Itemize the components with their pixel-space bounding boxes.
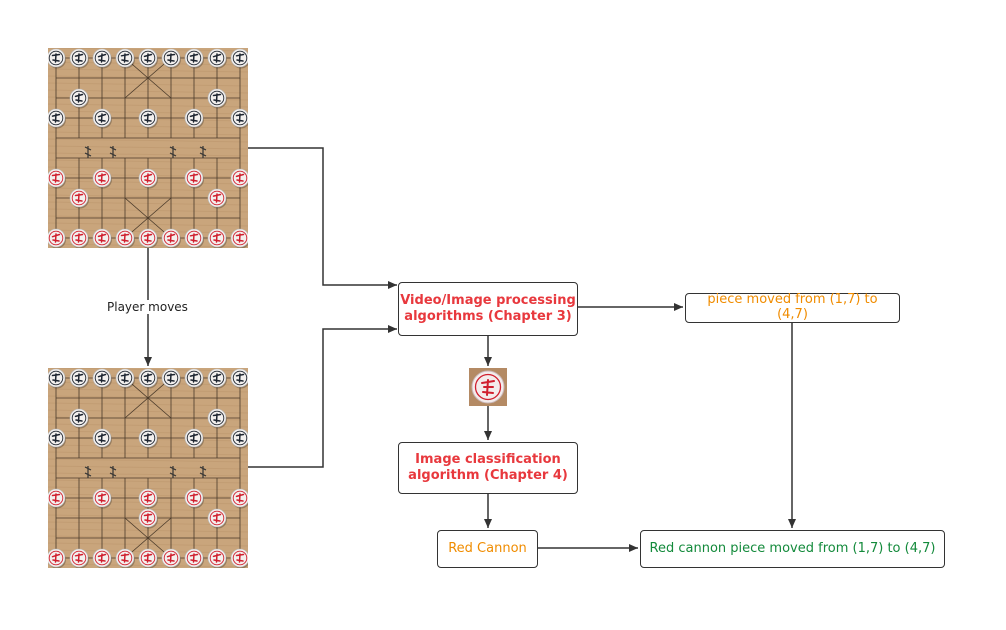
red-piece xyxy=(92,168,112,189)
red-piece xyxy=(230,548,248,568)
black-piece xyxy=(48,428,66,449)
red-piece xyxy=(69,548,89,568)
red-piece xyxy=(230,488,248,509)
red-piece xyxy=(138,508,158,529)
red-piece xyxy=(138,548,158,568)
black-piece xyxy=(184,368,204,389)
red-piece xyxy=(207,508,227,529)
red-piece xyxy=(115,228,135,248)
classification-node-label: Image classification algorithm (Chapter … xyxy=(408,452,568,483)
black-piece xyxy=(207,368,227,389)
result-node-label: Red cannon piece moved from (1,7) to (4,… xyxy=(649,541,936,557)
red-piece xyxy=(161,228,181,248)
red-piece xyxy=(184,168,204,189)
red-piece xyxy=(207,188,227,209)
black-piece xyxy=(230,108,248,129)
red-piece xyxy=(138,228,158,248)
red-piece xyxy=(48,228,66,248)
black-piece xyxy=(115,368,135,389)
black-piece xyxy=(138,368,158,389)
red-piece xyxy=(138,488,158,509)
red-piece xyxy=(92,488,112,509)
red-piece xyxy=(184,228,204,248)
processing-node: Video/Image processing algorithms (Chapt… xyxy=(398,282,578,336)
black-piece xyxy=(230,48,248,69)
red-piece xyxy=(48,488,66,509)
red-piece xyxy=(230,168,248,189)
black-piece xyxy=(138,108,158,129)
moved-node-label: piece moved from (1,7) to (4,7) xyxy=(707,292,878,322)
red-piece xyxy=(92,548,112,568)
black-piece xyxy=(48,108,66,129)
black-piece xyxy=(161,368,181,389)
red-piece xyxy=(161,548,181,568)
red-piece xyxy=(184,488,204,509)
moved-node: piece moved from (1,7) to (4,7) xyxy=(685,292,900,323)
red-piece xyxy=(207,548,227,568)
red-piece xyxy=(184,548,204,568)
black-piece xyxy=(184,428,204,449)
board-before-image xyxy=(48,48,248,248)
black-piece xyxy=(161,48,181,69)
arrow-board2-to-processing xyxy=(248,325,397,468)
red-piece xyxy=(69,228,89,248)
black-piece xyxy=(48,48,66,69)
black-piece xyxy=(115,48,135,69)
black-piece xyxy=(230,368,248,389)
black-piece xyxy=(184,48,204,69)
black-piece xyxy=(207,88,227,109)
red-piece xyxy=(92,228,112,248)
black-piece xyxy=(138,428,158,449)
black-piece xyxy=(138,48,158,69)
black-piece xyxy=(48,368,66,389)
arrow-board1-to-processing xyxy=(248,147,397,289)
red-cannon-node-label: Red Cannon xyxy=(448,541,527,557)
black-piece xyxy=(92,108,112,129)
black-piece xyxy=(230,428,248,449)
black-piece xyxy=(69,88,89,109)
red-cannon-node: Red Cannon xyxy=(437,530,538,568)
red-piece xyxy=(138,168,158,189)
result-node: Red cannon piece moved from (1,7) to (4,… xyxy=(640,530,945,568)
black-piece xyxy=(69,408,89,429)
red-piece xyxy=(69,188,89,209)
black-piece xyxy=(184,108,204,129)
cannon-piece-thumbnail xyxy=(469,368,507,406)
black-piece xyxy=(207,48,227,69)
red-piece xyxy=(48,548,66,568)
red-piece xyxy=(115,548,135,568)
player-moves-label: Player moves xyxy=(104,300,191,314)
black-piece xyxy=(207,408,227,429)
processing-node-label: Video/Image processing algorithms (Chapt… xyxy=(400,293,576,324)
black-piece xyxy=(69,48,89,69)
black-piece xyxy=(69,368,89,389)
black-piece xyxy=(92,48,112,69)
red-piece xyxy=(207,228,227,248)
red-piece xyxy=(48,168,66,189)
black-piece xyxy=(92,428,112,449)
classification-node: Image classification algorithm (Chapter … xyxy=(398,442,578,494)
black-piece xyxy=(92,368,112,389)
board-after-image xyxy=(48,368,248,568)
red-piece xyxy=(230,228,248,248)
